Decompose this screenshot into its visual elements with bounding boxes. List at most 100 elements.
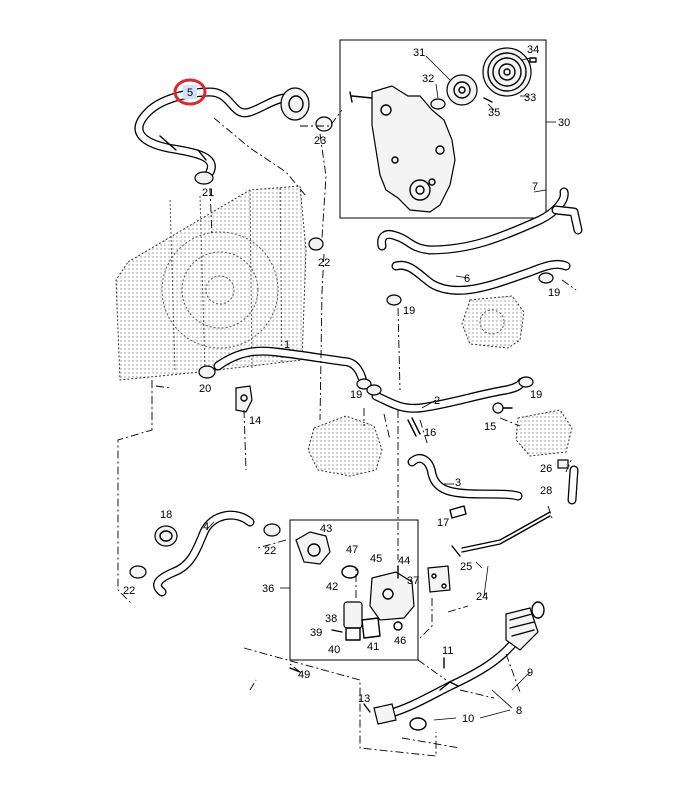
clip-17 bbox=[449, 505, 467, 519]
water-pump-housing bbox=[349, 85, 456, 213]
hose-28 bbox=[567, 465, 579, 505]
flange-left bbox=[373, 703, 397, 725]
pipe-24 bbox=[461, 511, 551, 553]
callout-17[interactable]: 17 bbox=[437, 517, 449, 529]
hose-clamp-23 bbox=[315, 116, 333, 132]
callout-46[interactable]: 46 bbox=[394, 635, 406, 647]
callout-3[interactable]: 3 bbox=[455, 477, 461, 489]
radiator-fan-shroud bbox=[115, 185, 307, 381]
reference-lines bbox=[117, 109, 577, 757]
callout-31[interactable]: 31 bbox=[413, 47, 425, 59]
callout-43[interactable]: 43 bbox=[320, 523, 332, 535]
callout-39[interactable]: 39 bbox=[310, 627, 322, 639]
connector-16 bbox=[407, 417, 421, 437]
bolt-25 bbox=[451, 545, 461, 557]
callout-22-upper[interactable]: 22 bbox=[318, 257, 330, 269]
plate-egr-right bbox=[427, 565, 451, 593]
bolt-13 bbox=[363, 703, 371, 713]
flex-pipe-9 bbox=[505, 607, 539, 651]
callout-21[interactable]: 21 bbox=[202, 187, 214, 199]
bolt-39 bbox=[331, 629, 343, 633]
gasket-41 bbox=[361, 617, 381, 639]
hose-clamp-22-right bbox=[263, 523, 281, 537]
callout-37[interactable]: 37 bbox=[407, 575, 419, 587]
callout-40[interactable]: 40 bbox=[328, 644, 340, 656]
callout-36[interactable]: 36 bbox=[262, 583, 274, 595]
highlight-marker[interactable]: 5 bbox=[173, 78, 207, 106]
pump-seal bbox=[430, 98, 446, 110]
clip-26 bbox=[557, 459, 569, 469]
hose-clamp-20 bbox=[198, 365, 216, 379]
callout-35[interactable]: 35 bbox=[488, 107, 500, 119]
callout-15[interactable]: 15 bbox=[484, 421, 496, 433]
coolant-hose-2 bbox=[371, 377, 527, 413]
callout-5[interactable]: 5 bbox=[187, 87, 193, 99]
pump-pulley bbox=[482, 47, 532, 97]
callout-26[interactable]: 26 bbox=[540, 463, 552, 475]
callout-19-lower-left[interactable]: 19 bbox=[350, 389, 362, 401]
callout-49[interactable]: 49 bbox=[298, 669, 310, 681]
callout-22-left[interactable]: 22 bbox=[123, 585, 135, 597]
callout-47[interactable]: 47 bbox=[346, 544, 358, 556]
hose-clamp-19-center bbox=[386, 294, 402, 306]
sensor-15 bbox=[492, 402, 513, 414]
callout-18[interactable]: 18 bbox=[160, 509, 172, 521]
coolant-hose-7 bbox=[377, 187, 583, 255]
callout-28[interactable]: 28 bbox=[540, 485, 552, 497]
callout-38[interactable]: 38 bbox=[325, 613, 337, 625]
pump-bolt bbox=[483, 97, 493, 103]
callout-16[interactable]: 16 bbox=[424, 427, 436, 439]
callout-14[interactable]: 14 bbox=[249, 415, 261, 427]
bolt-49 bbox=[289, 667, 301, 673]
callout-44[interactable]: 44 bbox=[398, 555, 410, 567]
callout-9[interactable]: 9 bbox=[527, 667, 533, 679]
callout-32[interactable]: 32 bbox=[422, 73, 434, 85]
callout-45[interactable]: 45 bbox=[370, 553, 382, 565]
water-pump-group-box bbox=[339, 39, 556, 219]
callout-19-center[interactable]: 19 bbox=[403, 305, 415, 317]
callout-30[interactable]: 30 bbox=[558, 117, 570, 129]
callout-23[interactable]: 23 bbox=[314, 135, 326, 147]
callout-42[interactable]: 42 bbox=[326, 581, 338, 593]
callout-7[interactable]: 7 bbox=[532, 181, 538, 193]
pulley-bolt bbox=[529, 57, 537, 63]
hose-clamp-19-lower-left bbox=[356, 378, 372, 390]
callout-13[interactable]: 13 bbox=[358, 693, 370, 705]
callout-33[interactable]: 33 bbox=[524, 92, 536, 104]
callout-6[interactable]: 6 bbox=[464, 273, 470, 285]
callout-10[interactable]: 10 bbox=[462, 713, 474, 725]
callout-20[interactable]: 20 bbox=[199, 383, 211, 395]
gasket-42 bbox=[341, 565, 359, 579]
egr-group-box bbox=[280, 519, 419, 661]
callout-22-right[interactable]: 22 bbox=[264, 545, 276, 557]
coolant-hose-3 bbox=[407, 454, 523, 501]
callout-8[interactable]: 8 bbox=[516, 705, 522, 717]
callout-2[interactable]: 2 bbox=[434, 395, 440, 407]
thermostat-housing-ghost bbox=[307, 415, 383, 477]
egr-ghost-right bbox=[515, 409, 573, 457]
leader-lines bbox=[205, 55, 547, 721]
seal-46 bbox=[393, 621, 403, 631]
egr-actuator-38 bbox=[343, 601, 363, 641]
callout-19-right-mid[interactable]: 19 bbox=[530, 389, 542, 401]
callout-labels: 31 32 34 33 35 30 23 21 7 22 6 19 19 1 2… bbox=[123, 44, 570, 725]
callout-19-right-top[interactable]: 19 bbox=[548, 287, 560, 299]
hose-clamp-22-upper bbox=[308, 237, 324, 251]
hose-clamp-19-right-mid bbox=[518, 376, 534, 388]
gasket-10 bbox=[409, 717, 427, 731]
coolant-hose-1 bbox=[213, 346, 367, 383]
thermostat-43 bbox=[295, 531, 331, 565]
callout-11[interactable]: 11 bbox=[442, 645, 453, 657]
callout-41[interactable]: 41 bbox=[367, 641, 379, 653]
callout-24[interactable]: 24 bbox=[476, 591, 488, 603]
callout-4[interactable]: 4 bbox=[203, 521, 209, 533]
upper-radiator-hose bbox=[134, 87, 310, 177]
callout-34[interactable]: 34 bbox=[527, 44, 539, 56]
egr-pipe-8 bbox=[383, 635, 521, 719]
hose-clamp-19-left-mid bbox=[366, 384, 382, 396]
callout-25[interactable]: 25 bbox=[460, 561, 472, 573]
callout-1[interactable]: 1 bbox=[284, 339, 290, 351]
hose-clamp-22-left bbox=[129, 565, 147, 579]
